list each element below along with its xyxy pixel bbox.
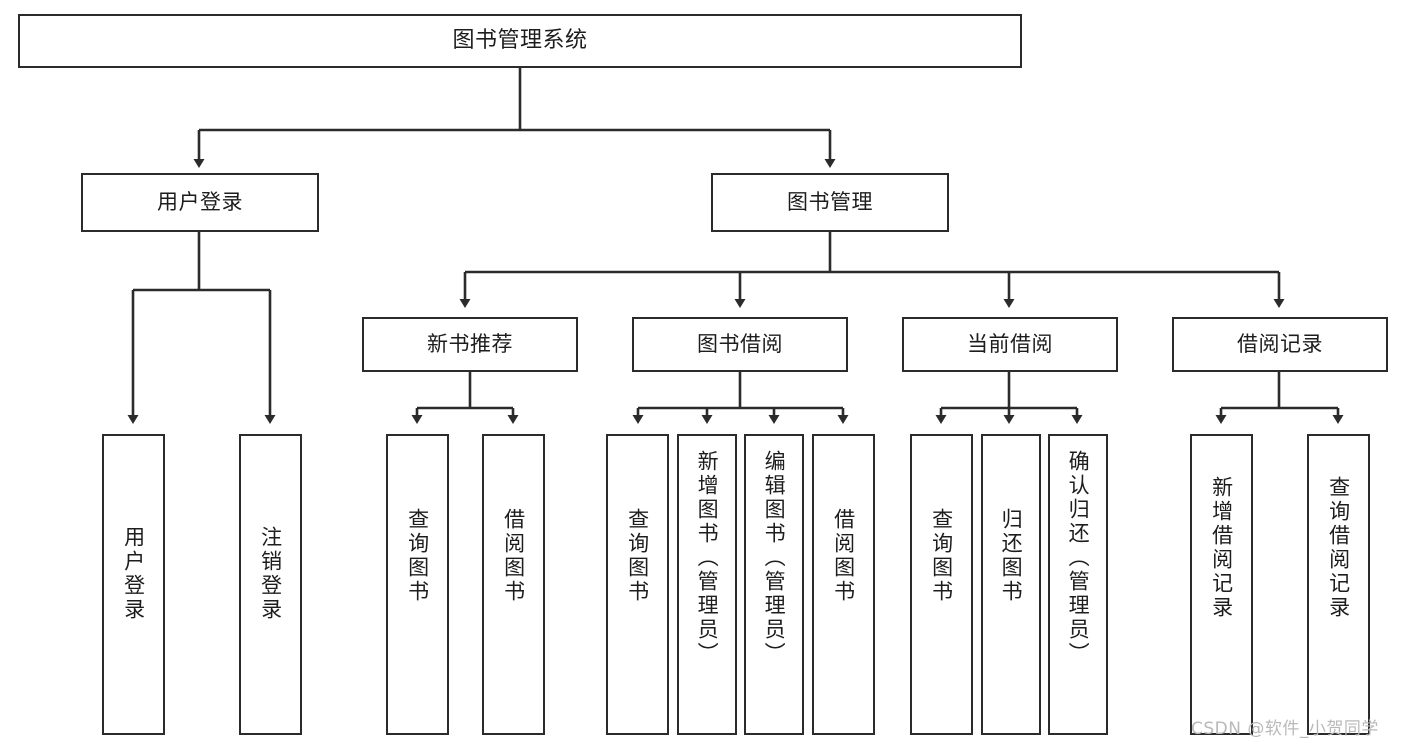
node-label: 新增图书（管理员） [695,450,720,666]
csdn-watermark: CSDN @软件_小贺同学 [1191,719,1379,739]
leaf-query-books-current[interactable]: 查询图书 [910,434,973,735]
node-root-system[interactable]: 图书管理系统 [18,14,1022,68]
node-new-book-recommend[interactable]: 新书推荐 [362,317,578,372]
node-label: 图书借阅 [697,332,783,357]
node-label: 借阅记录 [1237,332,1323,357]
leaf-borrow-books[interactable]: 借阅图书 [812,434,875,735]
node-label: 编辑图书（管理员） [762,450,787,666]
leaf-query-books-borrow[interactable]: 查询图书 [606,434,669,735]
node-label: 图书管理系统 [452,28,588,54]
node-label: 查询借阅记录 [1326,476,1351,620]
leaf-confirm-return-admin[interactable]: 确认归还（管理员） [1048,434,1108,735]
node-label: 用户登录 [157,190,243,215]
node-label: 注销登录 [258,526,283,622]
leaf-add-book-admin[interactable]: 新增图书（管理员） [677,434,737,735]
leaf-edit-book-admin[interactable]: 编辑图书（管理员） [744,434,804,735]
node-current-borrow[interactable]: 当前借阅 [902,317,1118,372]
node-label: 确认归还（管理员） [1066,450,1091,666]
node-book-borrow[interactable]: 图书借阅 [632,317,848,372]
node-label: 归还图书 [999,508,1024,604]
leaf-borrow-books-newbook[interactable]: 借阅图书 [482,434,545,735]
leaf-return-books[interactable]: 归还图书 [981,434,1041,735]
node-label: 查询图书 [625,508,650,604]
leaf-add-borrow-record[interactable]: 新增借阅记录 [1190,434,1253,735]
node-label: 借阅图书 [831,508,856,604]
node-label: 当前借阅 [967,332,1053,357]
node-label: 用户登录 [121,526,146,622]
node-label: 图书管理 [787,190,873,215]
node-label: 新书推荐 [427,332,513,357]
node-user-login[interactable]: 用户登录 [81,173,319,232]
node-book-management[interactable]: 图书管理 [711,173,949,232]
leaf-query-books-newbook[interactable]: 查询图书 [386,434,449,735]
node-label: 查询图书 [929,508,954,604]
node-label: 查询图书 [405,508,430,604]
leaf-user-login[interactable]: 用户登录 [102,434,165,735]
leaf-query-borrow-record[interactable]: 查询借阅记录 [1307,434,1370,735]
node-label: 借阅图书 [501,508,526,604]
leaf-logout[interactable]: 注销登录 [239,434,302,735]
node-borrow-records[interactable]: 借阅记录 [1172,317,1388,372]
node-label: 新增借阅记录 [1209,476,1234,620]
